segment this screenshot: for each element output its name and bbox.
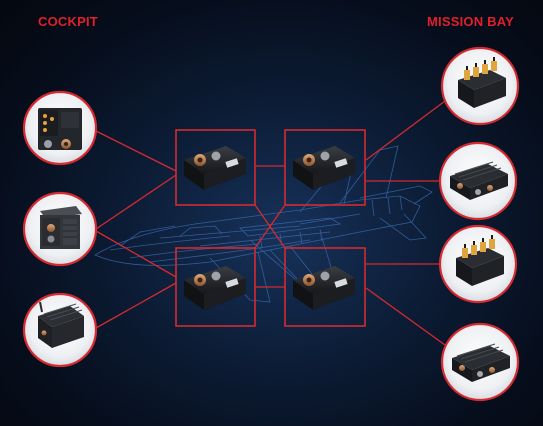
aircraft-wireframe xyxy=(94,145,433,303)
switch-top-left[interactable] xyxy=(175,129,256,206)
link-cockpit2-switch-tl xyxy=(95,174,177,230)
cockpit-unit-1[interactable] xyxy=(22,90,98,166)
cockpit-unit-2[interactable] xyxy=(22,191,98,267)
cockpit-label: COCKPIT xyxy=(38,14,98,29)
link-cockpit2-switch-bl xyxy=(95,230,177,278)
cockpit-unit-3[interactable] xyxy=(22,292,98,368)
rugged-network-switch-icon xyxy=(293,146,355,190)
mission-unit-1[interactable] xyxy=(440,46,520,126)
avionics-panel-box-icon xyxy=(38,108,82,150)
rugged-network-switch-icon xyxy=(184,146,246,190)
link-switch-tr-bl xyxy=(254,204,286,249)
finned-connector-box-icon xyxy=(452,343,510,382)
link-cockpit3-switch-bl xyxy=(95,282,177,329)
switch-top-right[interactable] xyxy=(284,129,366,206)
mission-bay-label: MISSION BAY xyxy=(427,14,514,29)
switch-bottom-right[interactable] xyxy=(284,247,366,327)
switch-bottom-left[interactable] xyxy=(175,247,256,327)
mission-unit-3[interactable] xyxy=(438,224,518,304)
finned-enclosure-icon xyxy=(38,301,84,348)
terminal-block-unit-icon xyxy=(456,235,504,286)
link-cockpit1-switch-tl xyxy=(95,130,177,172)
connection-lines xyxy=(95,100,446,346)
rugged-network-switch-icon xyxy=(293,266,355,310)
rugged-computer-chassis-icon xyxy=(40,206,82,249)
link-switch-br-mission4 xyxy=(365,287,446,346)
mission-unit-4[interactable] xyxy=(440,322,520,402)
mission-unit-2[interactable] xyxy=(438,141,518,221)
terminal-block-unit-icon xyxy=(458,57,506,108)
link-switch-tr-mission1 xyxy=(365,100,446,161)
rugged-network-switch-icon xyxy=(184,266,246,310)
finned-connector-box-icon xyxy=(450,161,508,200)
